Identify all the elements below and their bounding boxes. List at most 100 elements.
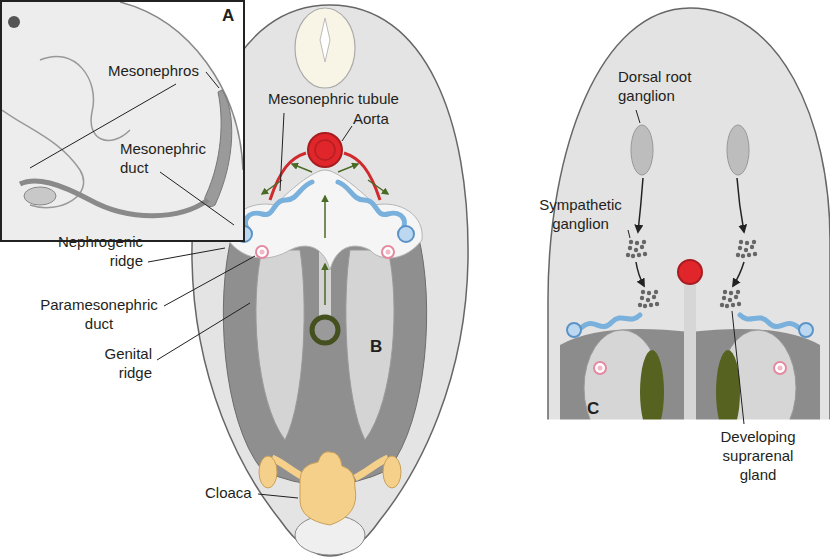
structure-label: Mesonephric duct: [120, 140, 215, 178]
leader-line: [160, 172, 234, 225]
genital-ridge-shape: [346, 250, 394, 440]
embryo-side-view: [2, 2, 243, 240]
cell-cluster: [731, 303, 735, 307]
cell-cluster: [629, 240, 633, 244]
migration-arrow: [324, 196, 326, 238]
cell-cluster: [643, 252, 647, 256]
leader-line: [628, 230, 630, 238]
structure-label: Paramesonephric duct: [34, 296, 164, 334]
dorsal-root-ganglion-shape: [631, 125, 749, 175]
panel-letter: A: [222, 5, 234, 26]
embryo-section-b: [223, 235, 426, 485]
embryo-section-c: [540, 8, 830, 420]
cell-cluster: [744, 248, 748, 252]
migration-arrow: [636, 178, 744, 286]
cell-cluster: [626, 240, 757, 308]
aorta-vessel: [315, 140, 335, 160]
dorsal-root-ganglion-shape: [631, 125, 653, 175]
paramesonephric-duct-shape: [594, 362, 606, 374]
cell-cluster: [646, 298, 650, 302]
cell-cluster: [725, 304, 729, 308]
nephrogenic-tissue: [228, 170, 422, 270]
paramesonephric-duct-shape: [594, 362, 786, 374]
mesonephric-tubule-shape: [567, 323, 581, 337]
neural-tube: [320, 18, 330, 62]
paramesonephric-duct-shape: [386, 250, 391, 255]
dorsal-root-ganglion-shape: [727, 125, 749, 175]
cell-cluster: [637, 253, 641, 257]
cell-cluster: [720, 303, 724, 307]
cell-cluster: [739, 240, 743, 244]
embryo-side-view: [2, 2, 243, 240]
migration-arrow: [368, 180, 388, 194]
cell-cluster: [638, 303, 642, 307]
structure-label: Cloaca: [205, 484, 252, 503]
cell-cluster: [728, 298, 732, 302]
migration-arrow: [638, 178, 643, 232]
cell-cluster: [638, 290, 659, 308]
gut-tube: [312, 317, 338, 343]
aorta-vessel: [678, 260, 702, 284]
mesonephric-tubule-shape: [236, 182, 414, 242]
embryo-section-c: [716, 350, 740, 420]
leader-line: [30, 72, 744, 498]
leader-line: [732, 311, 744, 424]
migration-arrow: [292, 164, 312, 172]
inset-panel: [1, 1, 244, 241]
cell-cluster: [628, 246, 632, 250]
cloaca-shape: [300, 452, 356, 525]
aorta-vessel: [678, 260, 702, 284]
cell-cluster: [736, 290, 740, 294]
migration-arrow: [737, 178, 744, 232]
mesonephric-tubule-shape: [567, 315, 813, 337]
structure-label: Nephrogenic ridge: [48, 233, 143, 271]
cell-cluster: [655, 302, 659, 306]
cell-cluster: [635, 241, 639, 245]
leader-line: [157, 303, 250, 360]
cell-cluster: [736, 253, 740, 257]
cell-cluster: [737, 302, 741, 306]
cell-cluster: [649, 303, 653, 307]
cell-cluster: [634, 248, 638, 252]
structure-label: Dorsal root ganglion: [618, 68, 738, 106]
mesonephric-tubule-shape: [740, 315, 799, 328]
cell-cluster: [752, 240, 756, 244]
neural-tube: [295, 8, 355, 88]
leader-line: [164, 256, 255, 306]
structure-label: Genital ridge: [90, 345, 152, 383]
cell-cluster: [643, 304, 647, 308]
embryo-section-c: [540, 420, 830, 421]
cell-cluster: [641, 290, 645, 294]
structure-label: Mesonephros: [108, 62, 199, 81]
mesonephric-tubule-shape: [338, 182, 404, 232]
cell-cluster: [738, 246, 742, 250]
cell-cluster: [720, 290, 741, 308]
cell-cluster: [736, 240, 757, 258]
genital-ridge-shape: [256, 250, 304, 440]
paramesonephric-duct-shape: [598, 366, 603, 371]
leader-line: [636, 110, 640, 123]
leader-line: [342, 126, 352, 141]
migration-arrow: [324, 264, 326, 305]
mesonephric-tubule-shape: [398, 226, 414, 242]
leader-line: [258, 494, 298, 498]
cell-cluster: [626, 253, 630, 257]
cloaca-shape: [259, 452, 401, 525]
paramesonephric-duct-shape: [256, 246, 394, 258]
nephrogenic-tissue: [228, 170, 422, 270]
embryo-section-c: [684, 284, 696, 420]
migration-arrow: [262, 164, 388, 305]
cell-cluster: [734, 295, 738, 299]
structure-label: Developing suprarenal gland: [708, 428, 808, 484]
migration-arrow: [338, 164, 358, 172]
mesonephric-tubule-shape: [799, 323, 813, 337]
mesonephric-tubule-shape: [246, 182, 312, 232]
embryo-section-c: [640, 350, 664, 420]
leader-line: [206, 72, 219, 88]
structure-label: Sympathetic ganglion: [533, 196, 628, 234]
paramesonephric-duct-shape: [774, 362, 786, 374]
cell-cluster: [652, 295, 656, 299]
aorta-vessel: [308, 133, 342, 167]
